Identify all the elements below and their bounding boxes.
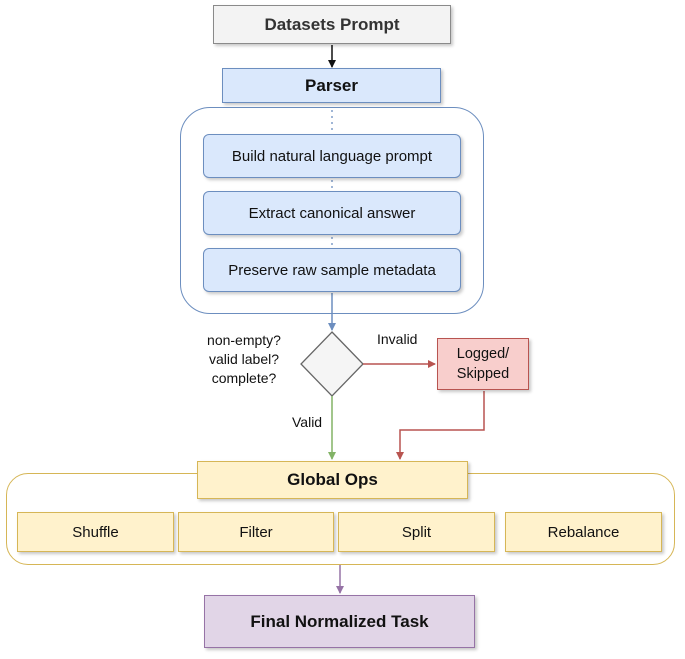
global-ops-node: Global Ops (197, 461, 468, 499)
condition-non-empty: non-empty? (207, 332, 281, 348)
parser-step-label: Preserve raw sample metadata (228, 261, 436, 279)
datasets-prompt-node: Datasets Prompt (213, 5, 451, 44)
datasets-prompt-label: Datasets Prompt (264, 14, 400, 34)
parser-step-label: Extract canonical answer (248, 204, 416, 222)
global-ops-label: Global Ops (287, 470, 378, 489)
parser-group-container (180, 107, 484, 314)
condition-valid-label: valid label? (208, 351, 280, 367)
valid-edge-label: Valid (292, 414, 323, 430)
parser-step-extract-answer: Extract canonical answer (203, 191, 461, 235)
parser-step-label: Build natural language prompt (231, 147, 433, 165)
op-filter: Filter (178, 512, 334, 552)
op-label: Shuffle (72, 523, 119, 541)
validation-conditions: non-empty? valid label? complete? (198, 331, 290, 388)
parser-step-build-prompt: Build natural language prompt (203, 134, 461, 178)
logged-skipped-node: Logged/ Skipped (437, 338, 529, 390)
op-rebalance: Rebalance (505, 512, 662, 552)
invalid-edge-label: Invalid (377, 331, 418, 347)
final-normalized-task-node: Final Normalized Task (204, 595, 475, 648)
parser-label: Parser (305, 75, 358, 95)
final-task-label: Final Normalized Task (250, 611, 429, 631)
reject-label-line1: Logged/ (456, 346, 510, 362)
reject-label-line2: Skipped (456, 366, 510, 382)
parser-node: Parser (222, 68, 441, 103)
edge-reject-to-globalops (396, 391, 485, 460)
parser-step-preserve-metadata: Preserve raw sample metadata (203, 248, 461, 292)
op-split: Split (338, 512, 495, 552)
condition-complete: complete? (211, 370, 277, 386)
op-label: Rebalance (547, 523, 620, 541)
decision-diamond (300, 331, 364, 397)
op-label: Split (401, 523, 432, 541)
op-label: Filter (239, 523, 273, 541)
op-shuffle: Shuffle (17, 512, 174, 552)
